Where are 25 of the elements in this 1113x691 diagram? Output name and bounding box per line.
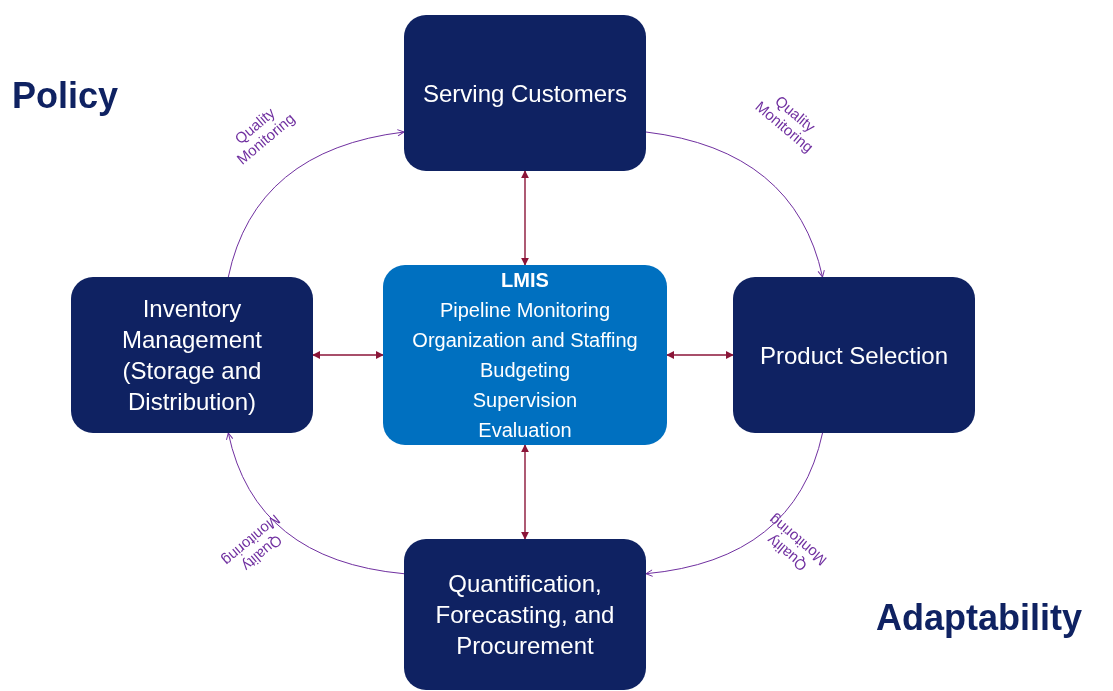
box-text: Product Selection <box>759 340 949 371</box>
process-box <box>733 277 975 433</box>
box-heading: LMIS <box>501 268 549 293</box>
box-text: Evaluation <box>478 418 572 443</box>
box-text: Inventory Management (Storage and Distribution) <box>120 294 264 417</box>
process-box <box>404 15 646 171</box>
heading-label: Adaptability <box>876 597 1082 639</box>
box-text: Pipeline Monitoring <box>439 298 611 323</box>
double-arrow <box>521 444 529 540</box>
box-text: Serving Customers <box>422 78 628 109</box>
curved-arrow <box>227 129 405 278</box>
double-arrow <box>521 170 529 266</box>
curved-arrow <box>645 432 824 577</box>
double-arrow <box>312 351 384 359</box>
process-box <box>71 277 313 433</box>
heading-label: Policy <box>12 75 119 117</box>
box-text: Supervision <box>472 388 578 413</box>
curved-arrow <box>645 131 825 278</box>
curved-arrow <box>226 432 405 575</box>
box-text: Organization and Staffing <box>412 328 638 353</box>
box-text: Budgeting <box>479 358 571 383</box>
process-box <box>404 539 646 690</box>
double-arrow <box>666 351 734 359</box>
box-text: Quantification, Forecasting, and Procurement <box>434 569 616 661</box>
central-box <box>383 265 667 445</box>
